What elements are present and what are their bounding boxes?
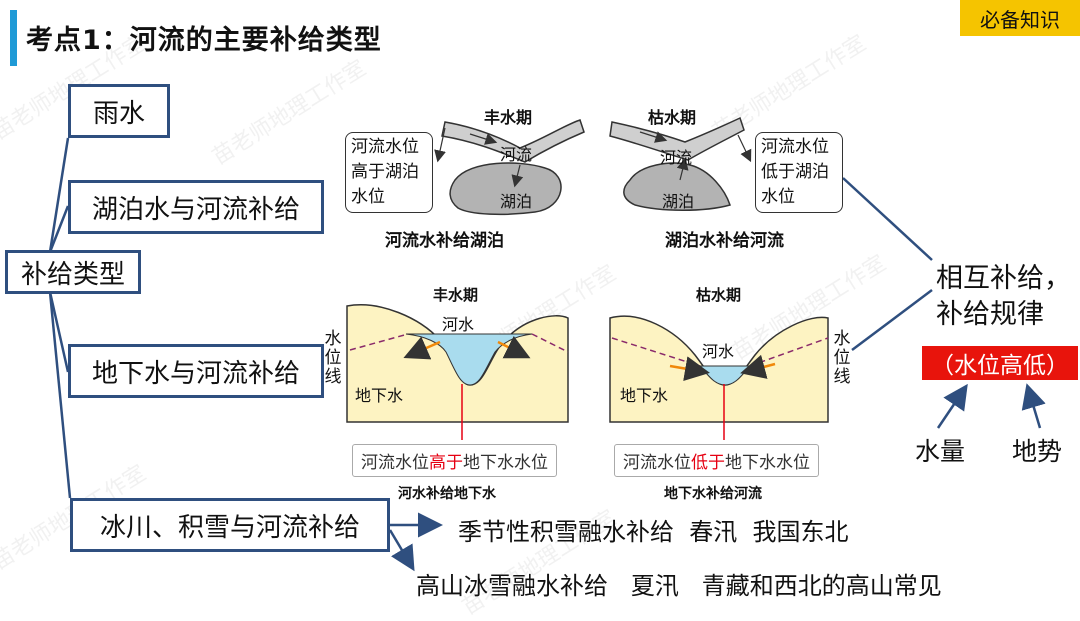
groundwater-label: 地下水: [355, 386, 404, 405]
lake-label: 湖泊: [662, 192, 695, 211]
mutual-supply-text: 相互补给，: [936, 263, 1071, 294]
groundwater-caption-left: 河水补给地下水: [398, 486, 496, 502]
dry-period-label: 枯水期: [696, 286, 742, 304]
relation-pre: 河流水位: [361, 453, 429, 473]
rain-supply-box: 雨水: [68, 84, 170, 138]
level-relation-left: 河流水位高于地下水水位: [352, 444, 557, 477]
page-title: 考点1：河流的主要补给类型: [26, 25, 382, 56]
key-knowledge-badge: 必备知识: [960, 0, 1080, 36]
flood-period-label: 丰水期: [484, 108, 533, 127]
groundwater-supply-box: 地下水与河流补给: [68, 344, 324, 398]
lake-diagram-left: [434, 119, 585, 216]
water-level-key-box: （水位高低）: [922, 346, 1078, 380]
lake-caption-right: 湖泊水补给河流: [665, 231, 784, 251]
lake-diagram-right: [609, 116, 752, 211]
supply-rule-text: 补给规律: [936, 299, 1044, 330]
note-line: 低于湖泊: [761, 162, 829, 182]
lake-label: 湖泊: [500, 192, 533, 211]
water-level-line-label: 水位线: [833, 329, 851, 387]
note-line: 高于湖泊: [351, 162, 419, 182]
relation-post: 地下水水位: [725, 453, 810, 473]
river-label: 河流: [660, 148, 693, 167]
flood-period-label: 丰水期: [433, 286, 479, 304]
lake-note-left: 河流水位 高于湖泊 水位: [345, 132, 433, 213]
water-level-line-label: 水位线: [324, 329, 342, 387]
water-volume-label: 水量: [915, 437, 966, 466]
alpine-snowmelt-line: 高山冰雪融水补给 夏汛 青藏和西北的高山常见: [416, 572, 942, 600]
groundwater-label: 地下水: [620, 386, 669, 405]
groundwater-diagram-right: [609, 315, 829, 440]
level-relation-right: 河流水位低于地下水水位: [614, 444, 819, 477]
relation-pre: 河流水位: [623, 453, 691, 473]
river-label: 河流: [500, 145, 533, 164]
relation-key: 低于: [691, 453, 725, 473]
dry-period-label: 枯水期: [648, 108, 697, 127]
title-accent-bar: [10, 10, 17, 66]
note-line: 河流水位: [761, 137, 829, 157]
lake-supply-box: 湖泊水与河流补给: [68, 180, 324, 234]
glacier-snow-supply-box: 冰川、积雪与河流补给: [70, 498, 390, 552]
note-line: 河流水位: [351, 137, 419, 157]
supply-types-root: 补给类型: [5, 250, 141, 294]
groundwater-caption-right: 地下水补给河流: [664, 486, 762, 502]
relation-key: 高于: [429, 453, 463, 473]
groundwater-diagram-left: [346, 304, 569, 440]
terrain-label: 地势: [1012, 437, 1063, 466]
relation-post: 地下水水位: [463, 453, 548, 473]
note-line: 水位: [761, 187, 795, 207]
note-line: 水位: [351, 187, 385, 207]
lake-note-right: 河流水位 低于湖泊 水位: [755, 132, 843, 213]
river-water-label: 河水: [442, 315, 475, 334]
river-water-label: 河水: [702, 342, 735, 361]
lake-caption-left: 河流水补给湖泊: [385, 231, 504, 251]
connector-lines: [48, 116, 1046, 572]
seasonal-snowmelt-line: 季节性积雪融水补给 春汛 我国东北: [458, 518, 849, 546]
